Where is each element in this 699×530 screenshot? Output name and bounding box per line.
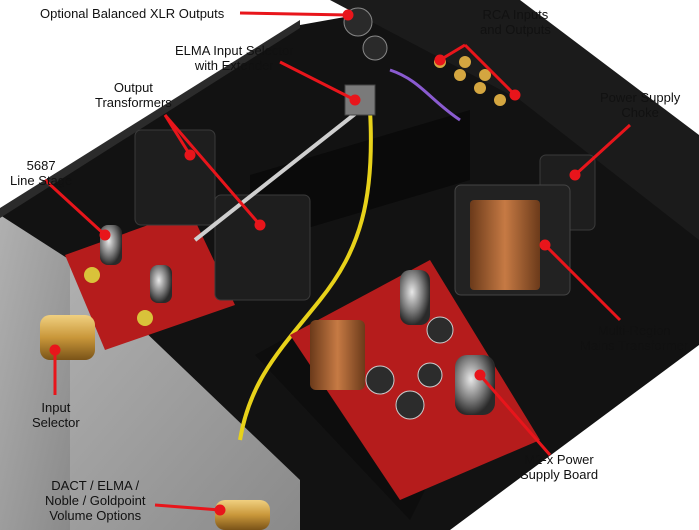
cap-b — [137, 310, 153, 326]
label-output-transformers: Output Transformers — [95, 80, 172, 110]
front-panel — [0, 215, 70, 530]
psu-tube-1 — [400, 270, 430, 325]
cap-a — [84, 267, 100, 283]
input-selector-knob — [40, 315, 95, 360]
label-psu-board: M2-x Power Supply Board — [520, 452, 599, 482]
volume-knob — [215, 500, 270, 530]
copper-cap — [310, 320, 365, 390]
label-elma-selector: ELMA Input Selector with Extender — [175, 43, 294, 73]
label-line-stage: 5687 Line Stage — [10, 158, 73, 188]
selector-shaft — [193, 108, 362, 242]
mains-winding — [470, 200, 540, 290]
front-panel-edge — [0, 20, 300, 218]
callout-lines — [43, 9, 632, 516]
psu-tube-2 — [455, 355, 495, 415]
label-input-selector: Input Selector — [32, 400, 80, 430]
filter-caps — [365, 316, 454, 420]
label-psu-choke: Power Supply Choke — [600, 90, 681, 120]
label-mains-transformer: Multi-Region Mains Transformer — [580, 323, 689, 353]
label-xlr-outputs: Optional Balanced XLR Outputs — [40, 6, 225, 21]
label-volume-options: DACT / ELMA / Noble / Goldpoint Volume O… — [45, 478, 146, 523]
xlr-connector-2 — [362, 35, 388, 61]
output-transformer-2 — [214, 194, 311, 301]
tube-2 — [150, 265, 172, 303]
output-transformer-1 — [134, 129, 216, 226]
label-rca-io: RCA Inputs and Outputs — [480, 7, 551, 37]
yellow-wire — [238, 109, 373, 441]
rear-panel — [330, 0, 699, 240]
purple-wire — [389, 68, 461, 122]
